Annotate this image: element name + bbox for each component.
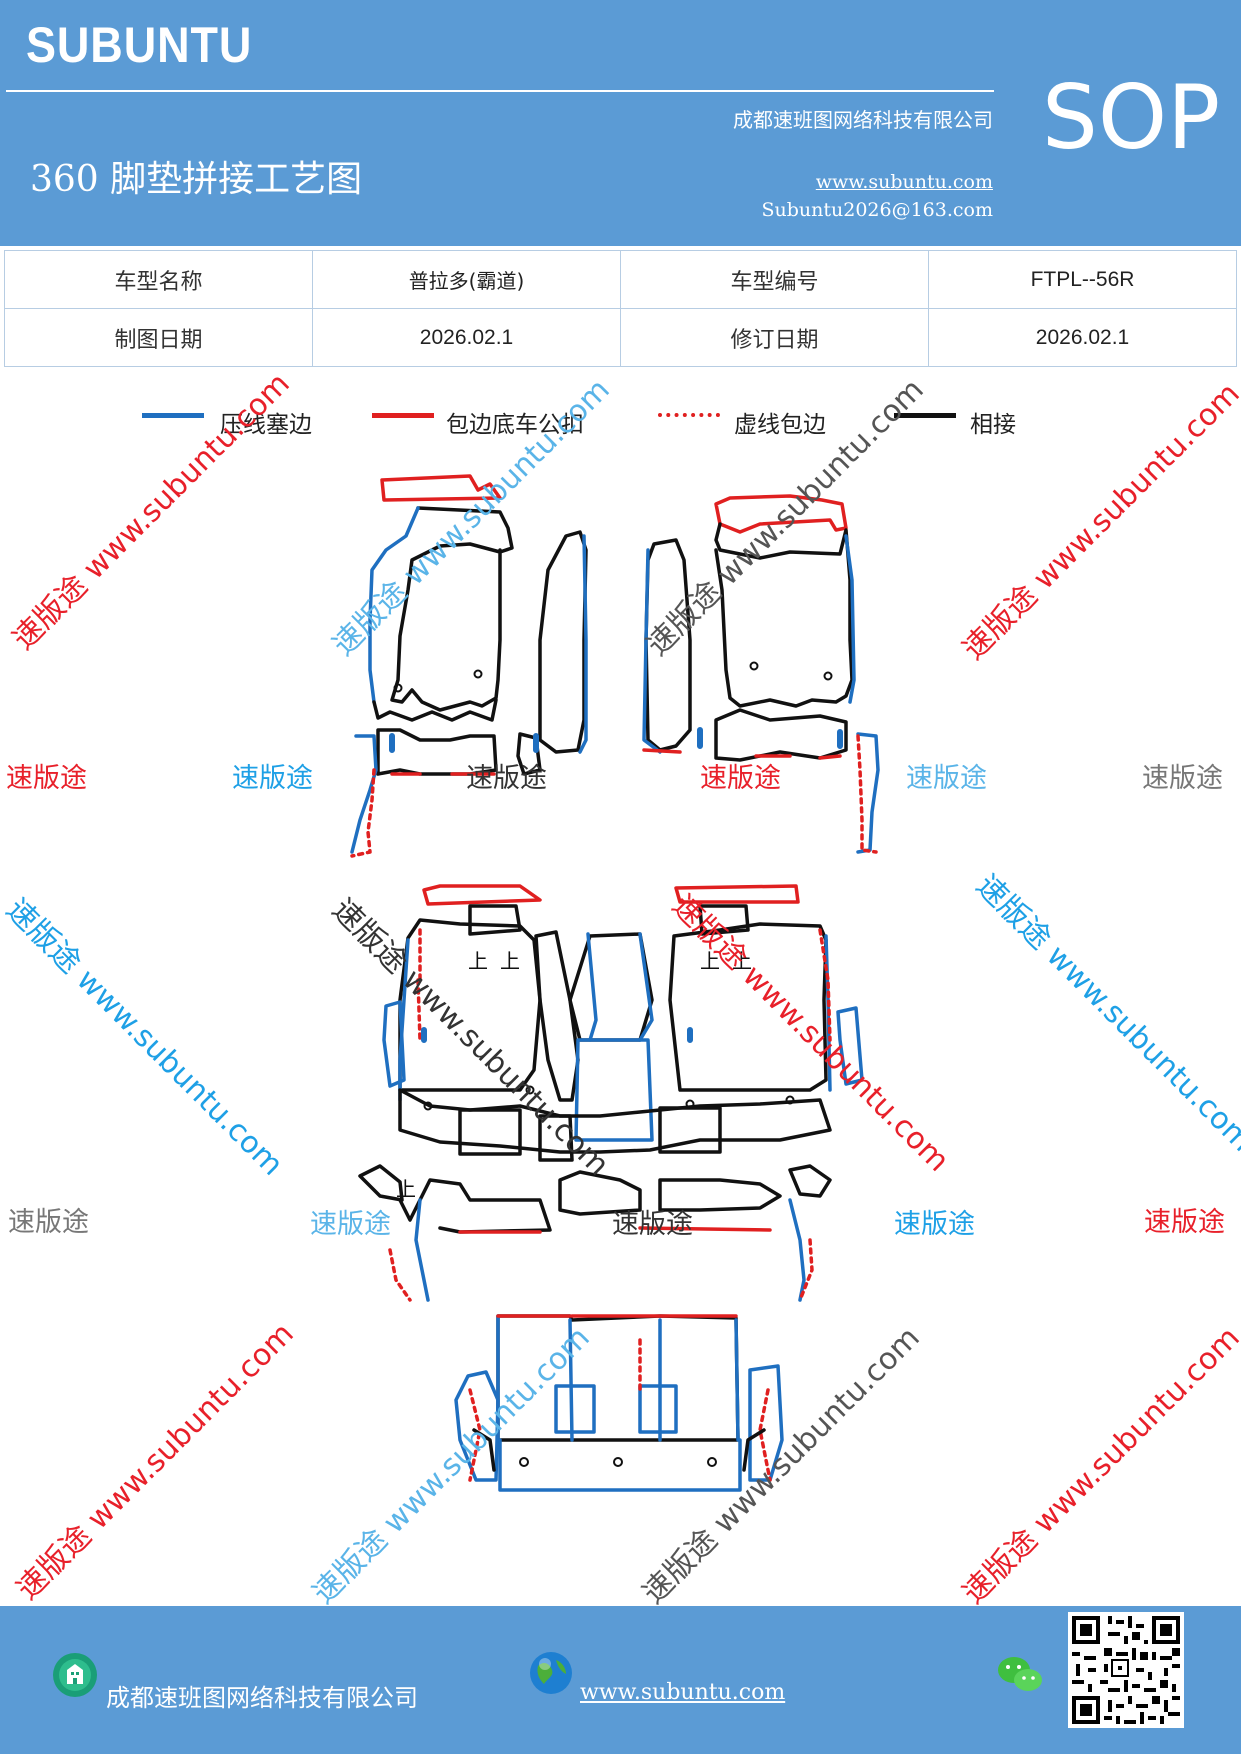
model-code-label: 车型编号 (620, 250, 929, 309)
front-left-mat (350, 474, 588, 858)
watermark-text: 速版途 (700, 763, 781, 794)
orientation-mark: 上 (396, 1177, 416, 1201)
watermark-text: 速版途 (1142, 763, 1223, 794)
model-code-value: FTPL--56R (928, 250, 1237, 309)
legend-swatch-blue (142, 413, 204, 418)
middle-row-mat (358, 884, 864, 1302)
sop-badge: SOP (1042, 66, 1221, 169)
legend-swatch-red (372, 413, 434, 418)
draw-date-value: 2026.02.1 (312, 308, 621, 367)
orientation-mark: 上 (700, 949, 720, 973)
watermark-text: 速版途 (894, 1209, 975, 1240)
table-row: 车型名称 普拉多(霸道) 车型编号 FTPL--56R (4, 250, 1237, 309)
vehicle-info-table: 车型名称 普拉多(霸道) 车型编号 FTPL--56R 制图日期 2026.02… (4, 250, 1237, 367)
website-link[interactable]: www.subuntu.com (815, 171, 993, 193)
revise-date-value: 2026.02.1 (928, 308, 1237, 367)
contact-email[interactable]: Subuntu2026@163.com (761, 199, 993, 221)
footer: 成都速班图网络科技有限公司 www.subuntu.com (0, 1606, 1241, 1754)
legend-label: 虚线包边 (734, 412, 826, 438)
watermark-text: 速版途 (6, 763, 87, 794)
model-name-label: 车型名称 (4, 250, 313, 309)
rear-trunk-mat (454, 1314, 784, 1492)
watermark-text: 速版途 (232, 763, 313, 794)
legend-swatch-black (894, 413, 956, 418)
company-name: 成都速班图网络科技有限公司 (733, 108, 993, 132)
legend: 压线塞边 包边底车公扣 虚线包边 相接 (0, 405, 1241, 438)
page-title: 360 脚垫拼接工艺图 (30, 159, 363, 200)
revise-date-label: 修订日期 (620, 308, 929, 367)
table-row: 制图日期 2026.02.1 修订日期 2026.02.1 (4, 308, 1237, 367)
legend-swatch-red-dotted (658, 413, 720, 417)
watermark-text: 速版途 (466, 763, 547, 794)
draw-date-label: 制图日期 (4, 308, 313, 367)
legend-label: 相接 (970, 412, 1016, 438)
legend-label: 包边底车公扣 (446, 412, 584, 438)
watermark-text: 速版途 (8, 1207, 89, 1238)
legend-label: 压线塞边 (220, 412, 312, 438)
orientation-mark: 上 (468, 949, 488, 973)
qr-code[interactable] (1068, 1612, 1184, 1728)
front-right-mat (642, 494, 880, 854)
building-icon (53, 1653, 97, 1697)
orientation-mark: 上 (732, 949, 752, 973)
brand-logo: SUBUNTU (26, 17, 253, 73)
floor-mat-diagram: 上 上 上 上 上 (350, 474, 880, 1492)
header-divider (6, 90, 994, 92)
wechat-icon[interactable] (996, 1654, 1044, 1696)
watermark-text: 速版途 (1144, 1207, 1225, 1238)
watermark-text: 速版途 (612, 1209, 693, 1240)
orientation-mark: 上 (500, 949, 520, 973)
model-name-value: 普拉多(霸道) (312, 250, 621, 309)
footer-website-link[interactable]: www.subuntu.com (580, 1680, 786, 1705)
header-banner: SUBUNTU 成都速班图网络科技有限公司 360 脚垫拼接工艺图 www.su… (0, 0, 1241, 246)
globe-icon (530, 1652, 572, 1694)
watermark-text: 速版途 (310, 1209, 391, 1240)
watermark-text: 速版途 (906, 763, 987, 794)
footer-company: 成都速班图网络科技有限公司 (106, 1684, 418, 1712)
